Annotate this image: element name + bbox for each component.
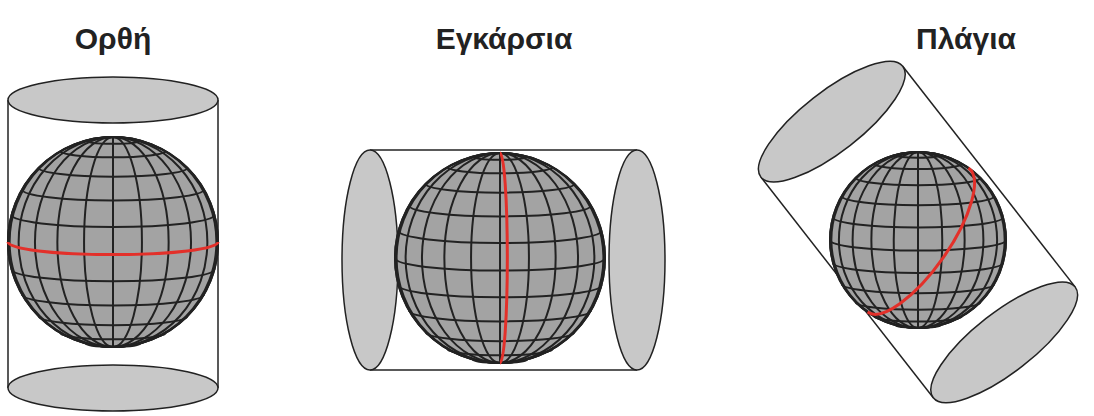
meridian-line xyxy=(499,153,501,363)
globes xyxy=(8,137,1006,363)
meridian-line xyxy=(500,153,556,363)
globe-outline xyxy=(395,153,605,363)
meridian-line xyxy=(500,153,603,363)
meridian-line xyxy=(471,153,500,363)
globe xyxy=(8,137,218,347)
meridian-line xyxy=(918,152,965,328)
meridian-line xyxy=(918,152,1005,328)
meridian-line xyxy=(112,137,114,347)
globe xyxy=(395,153,605,363)
globe-outline xyxy=(830,152,1006,328)
upright-cylinder xyxy=(8,77,218,411)
meridian-line xyxy=(918,152,997,328)
globe xyxy=(830,152,1006,328)
tangent-line xyxy=(868,168,975,314)
meridian-line xyxy=(500,153,594,363)
meridian-line xyxy=(839,152,918,328)
meridian-line xyxy=(19,137,113,347)
meridian-line xyxy=(35,137,113,347)
meridian-line xyxy=(917,152,919,328)
meridian-line xyxy=(397,153,500,363)
tangent-line xyxy=(8,242,218,255)
projection-title: Πλάγια xyxy=(916,22,1016,56)
meridian-line xyxy=(853,152,918,328)
globe-outline xyxy=(8,137,218,347)
meridian-line xyxy=(422,153,500,363)
meridian-line xyxy=(871,152,918,328)
meridian-line xyxy=(444,153,500,363)
meridian-line xyxy=(894,152,918,328)
meridian-line xyxy=(113,137,169,347)
meridian-line xyxy=(84,137,113,347)
tangent-line xyxy=(500,153,507,363)
meridian-line xyxy=(113,137,216,347)
meridian-line xyxy=(500,153,529,363)
meridian-line xyxy=(10,137,113,347)
globe-outline xyxy=(830,152,1006,328)
projection-title: Ορθή xyxy=(75,22,151,56)
oblique-cylinder xyxy=(742,43,1093,416)
meridian-line xyxy=(57,137,113,347)
meridian-line xyxy=(113,137,142,347)
globe-outline xyxy=(395,153,605,363)
projection-title: Εγκάρσια xyxy=(436,22,573,56)
globe-outline xyxy=(8,137,218,347)
transverse-cylinder xyxy=(342,150,665,370)
meridian-line xyxy=(918,152,942,328)
meridian-line xyxy=(113,137,207,347)
meridian-line xyxy=(406,153,500,363)
